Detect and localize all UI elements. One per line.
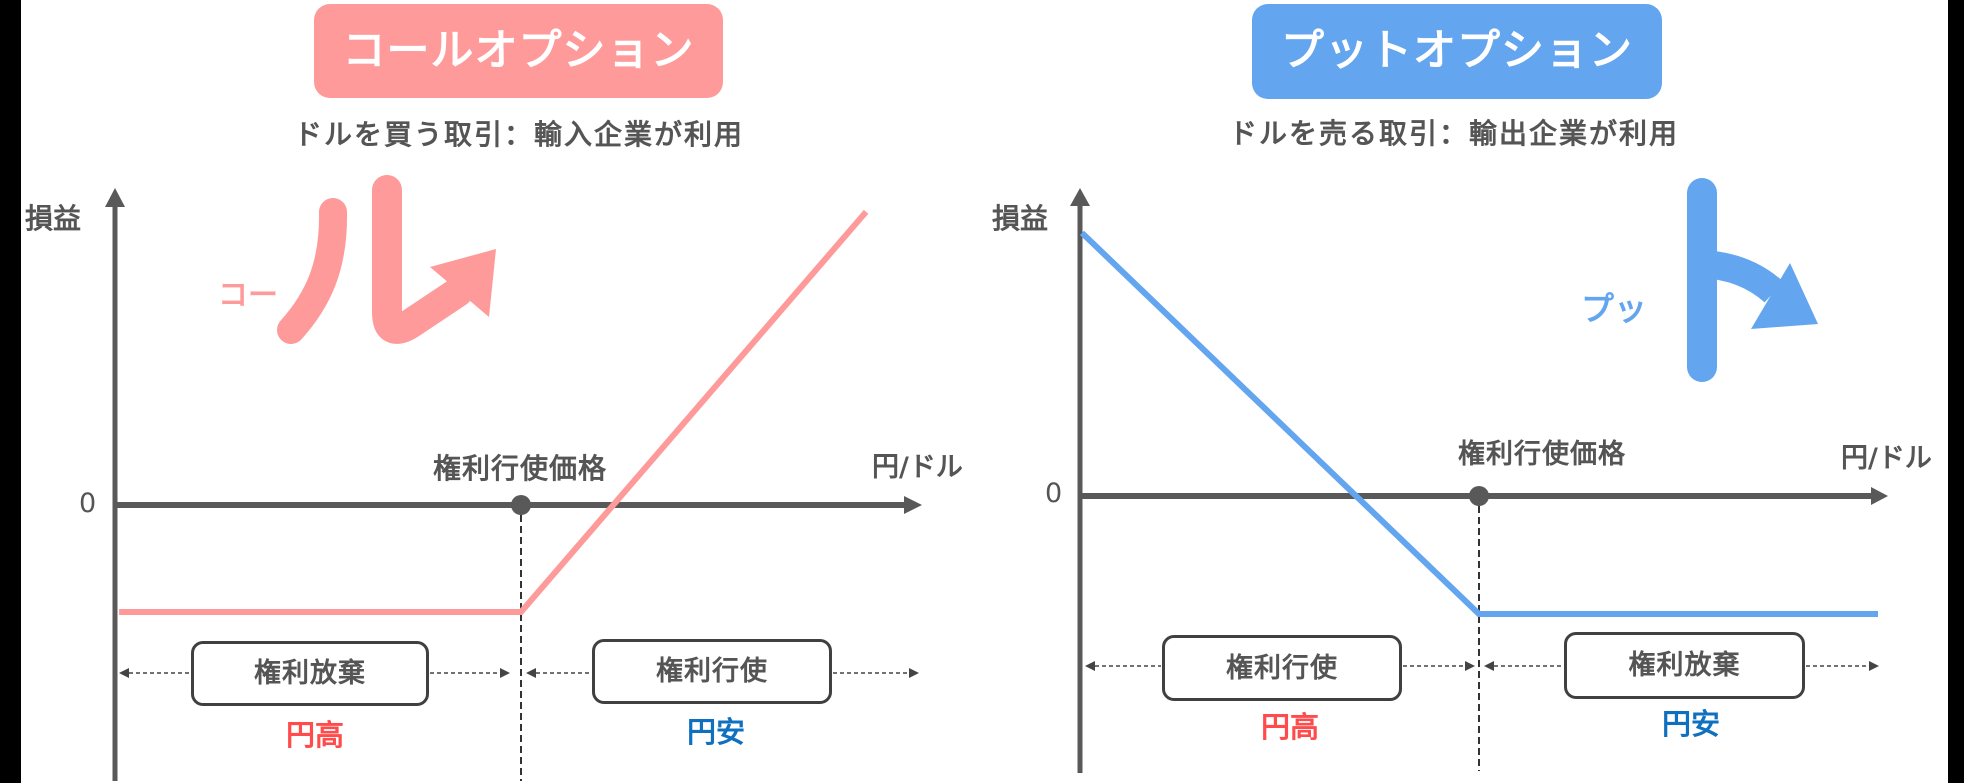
arrow-left-icon bbox=[1484, 661, 1494, 671]
arrow-right-icon bbox=[1465, 661, 1475, 671]
put-region-box-exercise-label: 権利行使 bbox=[1226, 652, 1338, 684]
call-zero-label: 0 bbox=[79, 488, 97, 519]
put-x-axis-arrow-icon bbox=[1871, 487, 1888, 505]
call-axes bbox=[105, 188, 922, 781]
put-zero-label: 0 bbox=[1045, 478, 1063, 509]
put-payoff-line bbox=[1079, 230, 1878, 617]
call-yen-weak-label: 円安 bbox=[687, 715, 746, 749]
put-strike-point bbox=[1469, 486, 1489, 506]
arrow-left-icon bbox=[526, 668, 536, 678]
call-region-box-abandon-label: 権利放棄 bbox=[254, 658, 366, 689]
call-x-axis-arrow-icon bbox=[904, 496, 922, 514]
call-option-title: コールオプション bbox=[342, 25, 695, 76]
put-mnemonic-small-text: プッ bbox=[1581, 289, 1647, 328]
arrow-right-icon bbox=[1869, 661, 1879, 671]
call-mnemonic-small-text: コー bbox=[218, 278, 278, 313]
put-y-axis-label: 損益 bbox=[992, 202, 1049, 235]
put-region-arrowheads bbox=[1085, 661, 1879, 671]
left-edge-strip bbox=[0, 0, 21, 783]
put-axes bbox=[1070, 188, 1888, 773]
call-region-box-exercise-label: 権利行使 bbox=[656, 656, 768, 687]
put-region-box-exercise: 権利行使 bbox=[1162, 635, 1402, 701]
put-yen-weak-label: 円安 bbox=[1662, 707, 1721, 741]
put-option-title: プットオプション bbox=[1281, 26, 1633, 76]
call-region-arrowheads bbox=[119, 668, 919, 678]
call-strike-point bbox=[511, 495, 531, 515]
ru-right-stroke bbox=[372, 175, 473, 344]
put-region-box-abandon-label: 権利放棄 bbox=[1628, 650, 1741, 681]
call-region-box-exercise: 権利行使 bbox=[592, 639, 832, 704]
call-mnemonic-strokes bbox=[277, 175, 473, 344]
call-x-axis-label: 円/ドル bbox=[872, 452, 963, 483]
put-x-axis-label: 円/ドル bbox=[1841, 443, 1932, 474]
arrow-left-icon bbox=[1085, 661, 1095, 671]
to-branch-stroke bbox=[1700, 250, 1784, 303]
ru-left-stroke bbox=[277, 198, 348, 344]
put-yen-strong-label: 円高 bbox=[1261, 710, 1320, 744]
put-mnemonic-strokes bbox=[1687, 178, 1784, 382]
call-payoff-line bbox=[119, 209, 869, 615]
put-strike-price-label: 権利行使価格 bbox=[1458, 439, 1626, 470]
call-option-subtitle: ドルを買う取引：輸入企業が利用 bbox=[293, 118, 744, 151]
put-option-title-badge: プットオプション bbox=[1252, 4, 1662, 99]
arrow-right-icon bbox=[500, 668, 510, 678]
right-edge-strip bbox=[1948, 0, 1964, 783]
call-region-box-abandon: 権利放棄 bbox=[191, 641, 429, 706]
call-strike-price-label: 権利行使価格 bbox=[433, 452, 608, 485]
call-y-axis-label: 損益 bbox=[25, 202, 82, 235]
call-yen-strong-label: 円高 bbox=[286, 718, 345, 752]
arrow-right-icon bbox=[909, 668, 919, 678]
call-option-title-badge: コールオプション bbox=[314, 4, 723, 98]
put-y-axis-arrow-icon bbox=[1070, 188, 1090, 206]
put-region-box-abandon: 権利放棄 bbox=[1564, 632, 1805, 699]
arrow-down-right-icon bbox=[1751, 263, 1818, 329]
arrow-left-icon bbox=[119, 668, 129, 678]
call-mnemonic-graphic: ル bbox=[277, 175, 496, 344]
put-mnemonic-graphic: ト bbox=[1687, 178, 1818, 382]
arrow-up-right-icon bbox=[430, 249, 496, 317]
call-y-axis-arrow-icon bbox=[105, 188, 125, 207]
put-option-subtitle: ドルを売る取引：輸出企業が利用 bbox=[1228, 117, 1679, 150]
